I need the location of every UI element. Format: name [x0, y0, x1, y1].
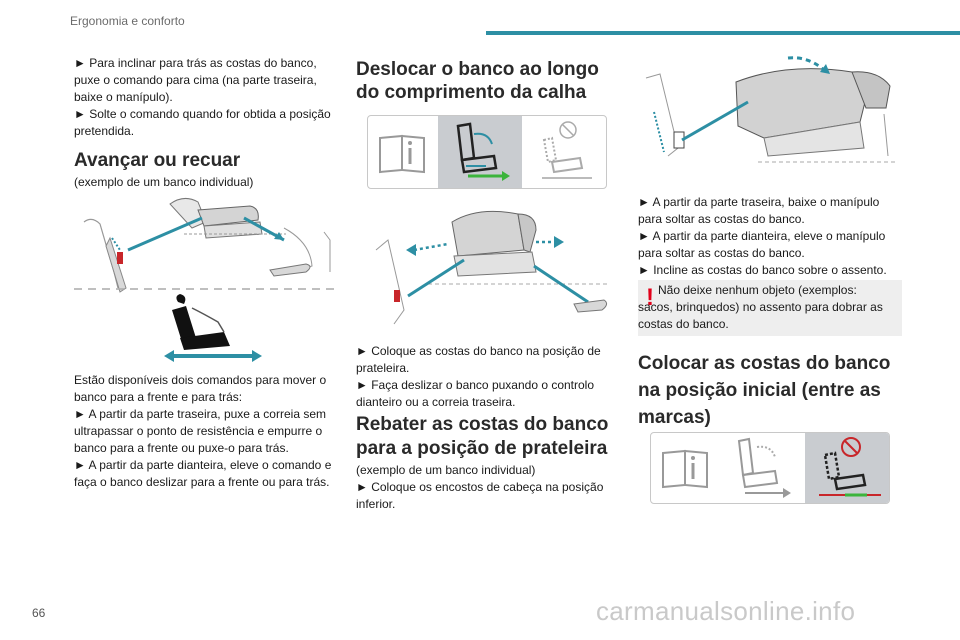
- intro-step-1: ► Para inclinar para trás as costas do b…: [74, 56, 317, 104]
- seat-slide-forward-icon: [438, 116, 522, 188]
- heading-deslocar-banco: Deslocar o banco ao longo do comprimento…: [356, 59, 599, 103]
- subtitle-individual-seat: (exemplo de um banco individual): [74, 175, 254, 189]
- heading-colocar-costas: Colocar as costas do banco na posição in…: [638, 353, 891, 428]
- seat-back-fold-illustration: [638, 52, 900, 182]
- heading-avancar-recuar: Avançar ou recuar: [74, 150, 241, 171]
- column-3-steps: ► A partir da parte traseira, baixe o ma…: [638, 194, 902, 279]
- seat-fold-forward-icon: [721, 433, 805, 503]
- body-intro: Estão disponíveis dois comandos para mov…: [74, 373, 327, 404]
- watermark: carmanualsonline.info: [596, 596, 856, 626]
- slide-step-1: ► Coloque as costas do banco na posição …: [356, 344, 601, 375]
- body-step-front: ► A partir da parte dianteira, eleve o c…: [74, 458, 332, 489]
- column-1-intro: ► Para inclinar para trás as costas do b…: [74, 55, 338, 140]
- fold-step-headrest: ► Coloque os encostos de cabeça na posiç…: [356, 480, 604, 511]
- manual-book-icon: [651, 433, 721, 503]
- seat-return-prohibited-icon: [522, 116, 606, 188]
- section-title: Ergonomia e conforto: [70, 14, 185, 28]
- intro-step-2: ► Solte o comando quando for obtida a po…: [74, 107, 331, 138]
- seat-slide-illustration: [74, 192, 336, 362]
- page-number: 66: [32, 606, 46, 620]
- fold-step-rear: ► A partir da parte traseira, baixe o ma…: [638, 195, 880, 226]
- warning-box: ! Não deixe nenhum objeto (exemplos: sac…: [638, 280, 902, 336]
- pictogram-strip-return: [650, 432, 890, 504]
- header-accent-rule: [486, 31, 960, 35]
- body-step-rear: ► A partir da parte traseira, puxe a cor…: [74, 407, 326, 455]
- heading-rebater-costas: Rebater as costas do banco para a posiçã…: [356, 414, 609, 459]
- subtitle-individual-seat-2: (exemplo de um banco individual): [356, 463, 536, 477]
- column-2-steps: ► Coloque as costas do banco na posição …: [356, 343, 618, 411]
- pictogram-strip-slide: [367, 115, 607, 189]
- warning-icon: !: [646, 284, 654, 311]
- fold-step-incline: ► Incline as costas do banco sobre o ass…: [638, 263, 887, 277]
- column-1-body: Estão disponíveis dois comandos para mov…: [74, 372, 338, 491]
- seat-return-prohibited-icon: [805, 433, 889, 503]
- column-2-fold-intro: (exemplo de um banco individual) ► Coloq…: [356, 462, 618, 513]
- fold-step-front: ► A partir da parte dianteira, eleve o m…: [638, 229, 886, 260]
- warning-text: Não deixe nenhum objeto (exemplos: sacos…: [638, 283, 883, 331]
- slide-step-2: ► Faça deslizar o banco puxando o contro…: [356, 378, 595, 409]
- manual-book-icon: [368, 116, 438, 188]
- seat-rail-slide-illustration: [368, 200, 618, 334]
